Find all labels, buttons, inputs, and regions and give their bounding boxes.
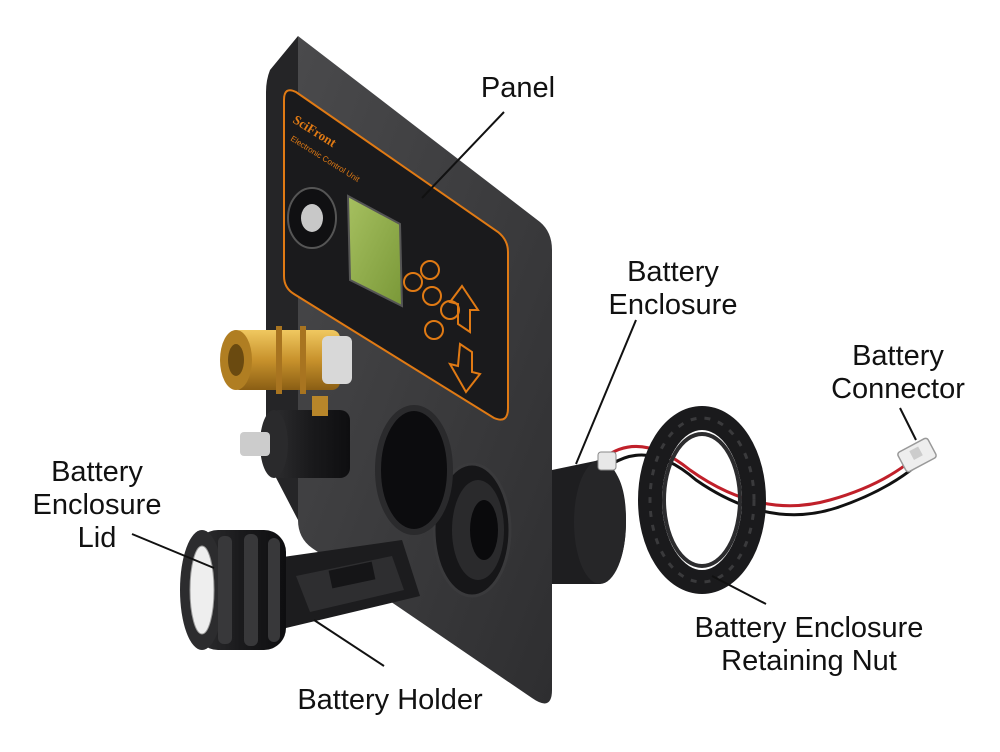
wire-clip (597, 451, 617, 471)
leader-lid (131, 533, 215, 569)
battery-enclosure-body (552, 460, 626, 584)
panel (266, 36, 552, 704)
label-battery-connector-line-2: Connector (831, 373, 965, 405)
label-battery-connector: Battery Connector (818, 340, 978, 406)
leader-lines (131, 111, 917, 667)
label-panel: Panel (462, 72, 574, 105)
label-lid-line-1: Battery (51, 456, 143, 488)
label-retaining-nut: Battery Enclosure Retaining Nut (674, 612, 944, 678)
label-battery-enclosure-line-2: Enclosure (608, 289, 738, 321)
battery-connector-part (897, 437, 937, 473)
leader-panel (421, 111, 505, 199)
label-battery-holder: Battery Holder (280, 684, 500, 717)
label-lid-line-2: Enclosure (32, 489, 162, 521)
label-battery-enclosure-line-1: Battery (627, 256, 719, 288)
label-battery-enclosure-lid: Battery Enclosure Lid (22, 456, 172, 555)
leader-battery-enclosure (575, 319, 637, 465)
brass-fitting (220, 326, 352, 394)
retaining-nut-part (638, 406, 766, 594)
black-fitting (240, 396, 350, 478)
label-retaining-nut-line-2: Retaining Nut (721, 645, 897, 677)
enclosure-opening-ring (375, 405, 453, 535)
leader-battery-connector (899, 407, 917, 441)
leader-battery-holder (313, 619, 385, 667)
label-lid-line-3: Lid (77, 522, 117, 554)
leader-retaining-nut (711, 575, 767, 605)
label-battery-holder-line-1: Battery Holder (297, 684, 483, 716)
enclosure-collar (432, 462, 512, 598)
battery-holder-part (262, 540, 420, 628)
battery-enclosure-lid-part (180, 530, 286, 650)
label-retaining-nut-line-1: Battery Enclosure (694, 612, 924, 644)
label-battery-enclosure: Battery Enclosure (598, 256, 748, 322)
label-panel-line-1: Panel (480, 72, 556, 104)
label-battery-connector-line-1: Battery (852, 340, 944, 372)
